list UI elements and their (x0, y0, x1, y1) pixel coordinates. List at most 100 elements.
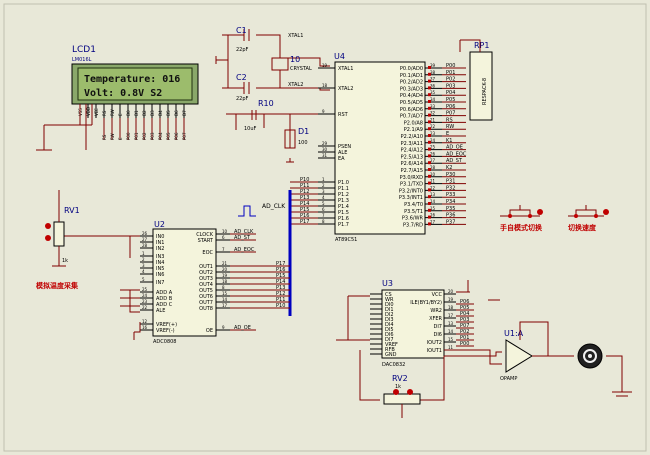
pot-rv2[interactable]: RV2 1k (383, 374, 421, 418)
lcd-model: LM016L (72, 57, 92, 63)
adc-right-pin-name: OUT8 (199, 306, 213, 312)
adc-left-pin-name: IN0 (156, 234, 164, 240)
mcu-right-pin-name: P2.6/A14 (401, 161, 423, 167)
dac-left-pin-name: WR (385, 297, 394, 303)
mcu-left-pin-num: 3 (322, 189, 325, 194)
adc-net-label: AD_OE (234, 325, 251, 331)
mcu-left-pin-num: 5 (322, 201, 325, 206)
mcu-net-label: P33 (446, 192, 455, 198)
opamp-u1a[interactable]: U1:A OPAMP (500, 321, 574, 382)
adc-right-pin-num: 6 (222, 235, 225, 240)
mcu-left-pin-name: P1.0 (338, 180, 349, 186)
adc-right-pin-num: 18 (222, 279, 228, 284)
mcu-net-label: K2 (446, 165, 452, 171)
mcu-net-label: P02 (446, 77, 455, 83)
adc-left-pin-num: 16 (142, 325, 148, 330)
mcu-p1-net: P11 (300, 183, 309, 189)
mcu-net-label: P00 (446, 63, 455, 69)
lcd-net-label: P02 (142, 132, 147, 140)
mcu-right-pin-name: P3.6/WR (402, 216, 424, 222)
button1-icon[interactable] (537, 209, 543, 215)
adc-wires (60, 235, 141, 340)
rv1-down-icon[interactable] (45, 235, 51, 241)
mcu-right-pin-name: P3.7/RD (403, 222, 423, 228)
lcd-line-1: Temperature: 016 (84, 74, 180, 85)
mcu-net-label: RW (446, 124, 454, 130)
mode-switch-button[interactable]: 手自模式切换 (500, 205, 543, 232)
mcu-net-label: AD_EOC (446, 151, 467, 157)
mcu-right-pin-num: 15 (430, 206, 436, 211)
adc-bus-label: P12 (276, 291, 285, 297)
lcd-pin-name: D0 (126, 110, 131, 116)
adc-u2[interactable]: U2 ADC0808 IN026IN127IN228IN31IN42IN53IN… (140, 220, 256, 345)
mcu-net-label: P34 (446, 199, 455, 205)
adc-right-pin-name: OUT7 (199, 300, 213, 306)
lcd-net-label: P05 (166, 132, 171, 140)
rv2-value: 1k (395, 384, 401, 390)
rv2-left-icon[interactable] (393, 389, 399, 395)
mcu-net-label: P31 (446, 179, 455, 185)
mcu-p1-net: P16 (300, 213, 309, 219)
dac-ref: U3 (382, 279, 393, 288)
mcu-left-pin-num: 8 (322, 219, 325, 224)
mcu-right-pin-num: 35 (430, 90, 436, 95)
mcu-net-label: K1 (446, 138, 452, 144)
mcu-right-pin-num: 34 (430, 97, 436, 102)
mcu-net-label: P06 (446, 104, 455, 110)
dac-u3[interactable]: U3 DAC0832 CSWRDI0DI1DI2DI3DI4DI5DI6DI7V… (370, 279, 474, 368)
mcu-left-pin-name: P1.4 (338, 204, 349, 210)
button2-icon[interactable] (603, 209, 609, 215)
lcd-net-label: P00 (126, 132, 131, 140)
mcu-right-pin-num: 13 (430, 192, 436, 197)
adc-left-pin-num: 26 (142, 231, 148, 236)
lcd-module[interactable]: LCD1 LM016L Temperature: 016 Volt: 0.8V … (71, 45, 199, 140)
speed-switch-button[interactable]: 切换速度 (568, 205, 609, 232)
dac-right-pin-name: IOUT1 (427, 348, 442, 354)
dac-right-pin-num: 14 (448, 329, 454, 334)
mcu-net-label: P04 (446, 90, 455, 96)
rv2-right-icon[interactable] (407, 389, 413, 395)
mcu-right-pin-num: 26 (430, 151, 436, 156)
adc-bus-label: P11 (276, 297, 285, 303)
button1-caption: 手自模式切换 (500, 223, 543, 232)
dac-left-pin-name: DI5 (385, 327, 394, 333)
mcu-right-pin-num: 39 (430, 63, 436, 68)
mcu-u4[interactable]: U4 AT89C51 XTAL119XTAL218RST9PSEN29ALE30… (290, 52, 467, 243)
adc-left-pin-name: ALE (156, 308, 165, 314)
adc-bus-label: P14 (276, 279, 285, 285)
adc-bus-label: P10 (276, 303, 285, 309)
c3-value: 10uF (244, 126, 257, 132)
adc-model: ADC0808 (153, 339, 177, 345)
mcu-left-pin-num: 29 (322, 141, 328, 146)
lcd-pin-name: D4 (158, 110, 163, 116)
button2-caption: 切换速度 (568, 223, 597, 232)
mcu-right-pin-name: P3.2/INT0 (399, 188, 423, 194)
lcd-net-label: RS (102, 134, 107, 140)
dac-right-pins: VCC20ILE(BY1/BY2)19WR218XFER17DI713DI614… (410, 289, 474, 354)
dac-right-pin-name: DI7 (433, 324, 442, 330)
mcu-left-pin-num: 2 (322, 183, 325, 188)
mcu-right-pin-num: 12 (430, 185, 436, 190)
dac-right-pin-name: XFER (429, 316, 442, 322)
dac-left-pin-name: DI7 (385, 337, 394, 343)
x1-type: CRYSTAL (290, 66, 312, 72)
adc-right-pin-name: EOC (202, 250, 213, 256)
mcu-net-label: P36 (446, 213, 455, 219)
dac-body (381, 289, 445, 359)
rv1-value: 1k (62, 258, 68, 264)
adc-left-pin-name: ADD A (156, 290, 173, 296)
mcu-left-pin-name: P1.7 (338, 222, 349, 228)
lcd-net-label: P03 (150, 132, 155, 140)
dac-right-pin-num: 11 (448, 345, 454, 350)
lcd-pin-name: VDD (86, 107, 91, 116)
pot-rv1[interactable]: RV1 1k 模拟温度采集 (36, 190, 80, 290)
respack-rp1[interactable]: RP1 RESPACK-8 (459, 39, 493, 121)
mcu-left-pin-name: ALE (338, 150, 347, 156)
adc-left-pin-num: 4 (142, 269, 145, 274)
mcu-right-pin-name: P2.2/A10 (401, 134, 423, 140)
rv1-up-icon[interactable] (45, 223, 51, 229)
mcu-left-pin-name: P1.2 (338, 192, 349, 198)
motor-indicator[interactable] (577, 343, 632, 397)
